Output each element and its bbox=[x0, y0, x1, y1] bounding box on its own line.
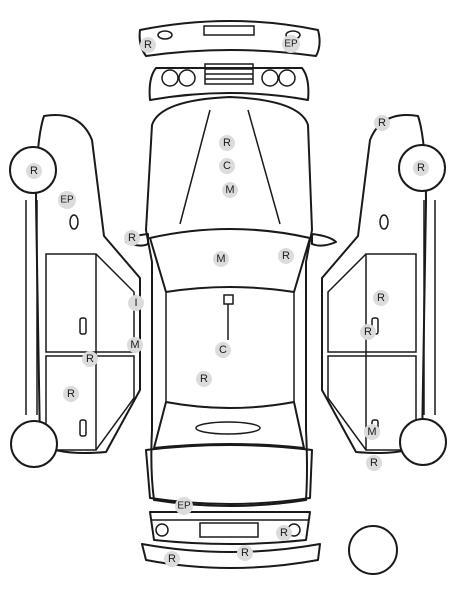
damage-marker[interactable]: R bbox=[164, 551, 180, 567]
front-bumper[interactable] bbox=[138, 20, 321, 57]
svg-text:C: C bbox=[219, 344, 227, 356]
svg-text:R: R bbox=[200, 373, 208, 385]
damage-marker[interactable]: EP bbox=[175, 497, 193, 515]
svg-text:R: R bbox=[30, 165, 38, 177]
svg-text:R: R bbox=[223, 137, 231, 149]
damage-marker[interactable]: R bbox=[219, 135, 235, 151]
car-left-side[interactable] bbox=[9, 114, 141, 468]
svg-text:R: R bbox=[86, 353, 94, 365]
svg-text:R: R bbox=[417, 162, 425, 174]
damage-marker[interactable]: R bbox=[366, 455, 382, 471]
damage-marker[interactable]: R bbox=[373, 290, 389, 306]
svg-text:R: R bbox=[364, 326, 372, 338]
damage-marker[interactable]: R bbox=[360, 324, 376, 340]
spare-wheel[interactable] bbox=[348, 525, 398, 575]
svg-text:R: R bbox=[128, 232, 136, 244]
damage-marker[interactable]: R bbox=[140, 37, 156, 53]
damage-marker[interactable]: I bbox=[128, 295, 144, 311]
damage-marker[interactable]: EP bbox=[58, 191, 76, 209]
damage-marker[interactable]: EP bbox=[282, 35, 300, 53]
svg-text:EP: EP bbox=[284, 39, 298, 50]
damage-marker[interactable]: R bbox=[237, 545, 253, 561]
car-body[interactable] bbox=[125, 96, 337, 507]
svg-text:R: R bbox=[378, 117, 386, 129]
damage-marker[interactable]: C bbox=[219, 158, 235, 174]
damage-marker[interactable]: R bbox=[276, 525, 292, 541]
svg-text:M: M bbox=[225, 184, 234, 196]
damage-marker[interactable]: R bbox=[63, 386, 79, 402]
svg-text:R: R bbox=[144, 39, 152, 51]
svg-text:R: R bbox=[241, 547, 249, 559]
damage-marker[interactable]: R bbox=[413, 160, 429, 176]
svg-text:M: M bbox=[216, 253, 225, 265]
svg-text:R: R bbox=[377, 292, 385, 304]
damage-marker[interactable]: R bbox=[374, 115, 390, 131]
svg-text:C: C bbox=[223, 160, 231, 172]
damage-marker[interactable]: M bbox=[127, 337, 143, 353]
svg-text:EP: EP bbox=[177, 501, 191, 512]
rear-panel[interactable] bbox=[149, 511, 311, 545]
damage-marker[interactable]: R bbox=[196, 371, 212, 387]
damage-marker[interactable]: R bbox=[278, 248, 294, 264]
svg-text:M: M bbox=[367, 426, 376, 438]
svg-text:R: R bbox=[168, 553, 176, 565]
damage-marker[interactable]: C bbox=[215, 342, 231, 358]
svg-text:EP: EP bbox=[60, 195, 74, 206]
rear-bumper[interactable] bbox=[141, 543, 321, 569]
svg-text:R: R bbox=[282, 250, 290, 262]
damage-marker[interactable]: M bbox=[364, 424, 380, 440]
svg-text:I: I bbox=[134, 297, 137, 309]
damage-marker[interactable]: R bbox=[26, 163, 42, 179]
front-grille[interactable] bbox=[148, 63, 310, 101]
svg-text:R: R bbox=[67, 388, 75, 400]
damage-marker[interactable]: R bbox=[124, 230, 140, 246]
damage-marker[interactable]: R bbox=[82, 351, 98, 367]
svg-text:R: R bbox=[280, 527, 288, 539]
svg-text:M: M bbox=[130, 339, 139, 351]
svg-text:R: R bbox=[370, 457, 378, 469]
damage-marker[interactable]: M bbox=[222, 182, 238, 198]
damage-marker[interactable]: M bbox=[213, 251, 229, 267]
